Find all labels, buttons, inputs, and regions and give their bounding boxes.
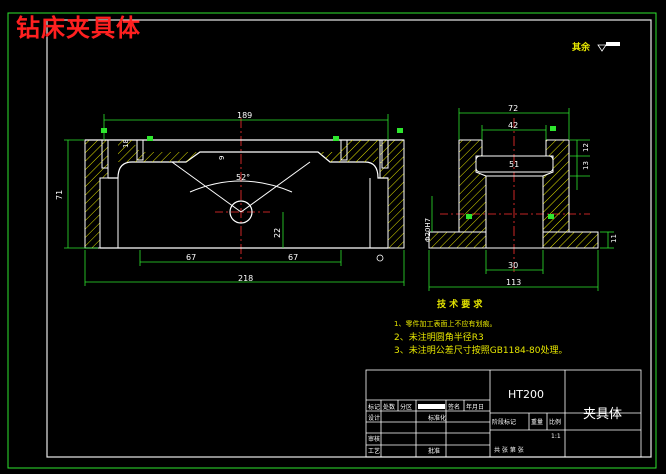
roughness-note: 其余 bbox=[572, 41, 591, 53]
right-wall-hatch bbox=[379, 139, 405, 249]
row-label-1: 处数 bbox=[383, 403, 395, 411]
material-label: HT200 bbox=[508, 388, 544, 401]
outer-frame bbox=[7, 12, 657, 469]
title-block bbox=[365, 369, 642, 458]
dim-total-length: 218 bbox=[238, 274, 253, 283]
left-label-4: 批准 bbox=[428, 447, 440, 455]
dim-overall-length: 189 bbox=[237, 111, 252, 120]
dim-right-11: 11 bbox=[610, 234, 618, 243]
tech-item-1: 1、零件加工表面上不应有划痕。 bbox=[394, 319, 496, 328]
dim-hole-offset: 22 bbox=[273, 228, 282, 238]
col-label-1: 重量 bbox=[531, 418, 543, 426]
signature-bar bbox=[418, 404, 445, 409]
tech-heading: 技 术 要 求 bbox=[437, 298, 483, 310]
dim-right-total: 113 bbox=[506, 278, 521, 287]
center-hole bbox=[229, 200, 253, 224]
drawing-title: 钻床夹具体 bbox=[16, 14, 141, 42]
row-label-0: 标记 bbox=[368, 403, 380, 411]
part-name: 夹具体 bbox=[583, 407, 622, 422]
left-wall-hatch bbox=[84, 139, 109, 249]
dim-right-width: 72 bbox=[508, 104, 518, 113]
dim-height-left: 71 bbox=[55, 190, 64, 200]
dim-groove: 9 bbox=[218, 156, 226, 160]
dim-left-side-dia: Φ20H7 bbox=[424, 218, 432, 242]
left-label-0: 设计 bbox=[368, 414, 380, 422]
row-label-2: 分区 bbox=[400, 403, 412, 411]
col-label-2: 比例 bbox=[549, 418, 561, 426]
col-label-0: 阶段标记 bbox=[492, 418, 516, 426]
tech-item-3: 3、未注明公差尺寸按照GB1184-80处理。 bbox=[394, 344, 567, 356]
dim-top-small: 18 bbox=[122, 139, 130, 148]
row-label-4: 签名 bbox=[448, 403, 460, 411]
dim-right-base: 30 bbox=[508, 261, 518, 270]
left-label-2: 审核 bbox=[368, 435, 380, 443]
left-label-3: 工艺 bbox=[368, 447, 380, 455]
side-view: 72 42 51 30 113 12 13 11 Φ20H7 bbox=[424, 104, 618, 291]
dim-angle: 52° bbox=[236, 173, 250, 182]
dim-right-inner: 42 bbox=[508, 121, 518, 130]
tech-item-2: 2、未注明圆角半径R3 bbox=[394, 331, 484, 343]
datum-symbol-icon bbox=[376, 254, 384, 262]
roughness-symbol-icon bbox=[597, 42, 620, 52]
scale-value: 1:1 bbox=[551, 433, 561, 440]
front-view: 52° 189 218 67 67 71 22 18 9 bbox=[55, 111, 405, 286]
dim-right-slot: 51 bbox=[509, 160, 519, 169]
sheet-label: 共 张 第 张 bbox=[494, 446, 524, 454]
inner-frame bbox=[46, 19, 652, 458]
dim-right-12: 12 bbox=[582, 143, 590, 152]
dim-right-13: 13 bbox=[582, 161, 590, 170]
dim-half-span-right: 67 bbox=[288, 253, 298, 262]
row-label-5: 年月日 bbox=[466, 403, 484, 411]
dim-half-span-left: 67 bbox=[186, 253, 196, 262]
left-label-1: 标准化 bbox=[428, 414, 446, 422]
